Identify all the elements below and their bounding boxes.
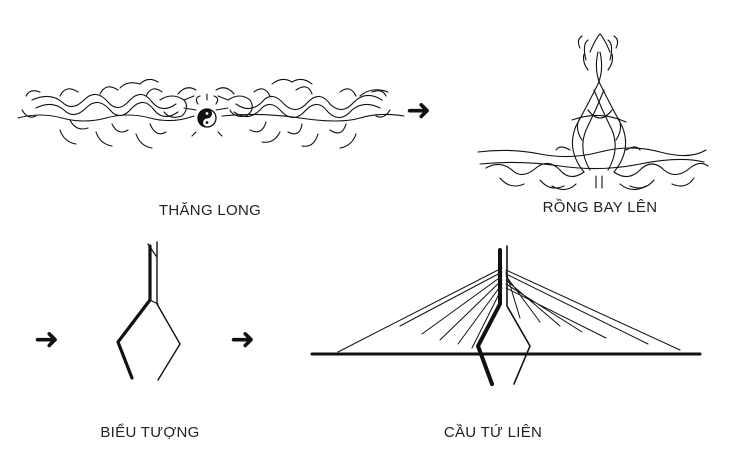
yin-yang-pearl-icon [191, 93, 223, 137]
symbol-illustration [116, 241, 181, 381]
right-dragon [215, 78, 391, 149]
bridge-illustration [310, 245, 702, 386]
bridge-cables-right [505, 269, 681, 351]
caption-cau-tu-lien: CẦU TỨ LIÊN [443, 424, 543, 441]
arrow-icon: ➜ [34, 322, 60, 357]
arrow-icon: ➜ [406, 93, 432, 128]
caption-rong-bay-len: RỒNG BAY LÊN [542, 199, 658, 216]
bridge-pylon [476, 248, 502, 386]
caption-thang-long: THĂNG LONG [158, 202, 262, 219]
water-line-bottom [479, 158, 705, 170]
rising-dragons-illustration [477, 33, 709, 191]
water-line-top [477, 147, 707, 158]
water-line-left [17, 114, 195, 122]
water-line-right [221, 113, 405, 122]
twin-dragons-illustration [17, 78, 405, 149]
bridge-cables-left [337, 267, 503, 353]
caption-bieu-tuong: BIỂU TƯỢNG [100, 424, 200, 441]
arrow-icon: ➜ [230, 322, 256, 357]
left-dragon [21, 78, 197, 149]
